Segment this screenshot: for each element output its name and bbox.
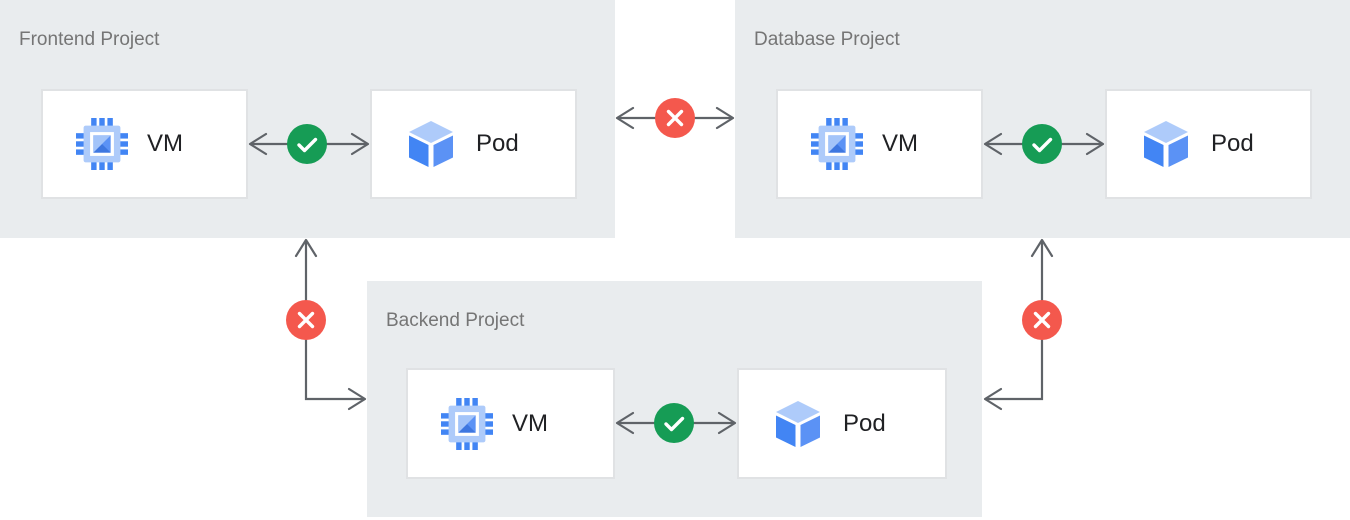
x-icon xyxy=(297,311,315,329)
pod-cube-icon xyxy=(776,400,820,447)
arrowhead-up-icon xyxy=(294,238,318,258)
arrowhead-right-icon xyxy=(350,132,370,156)
node-label: VM xyxy=(512,409,548,437)
node-database-vm: VM xyxy=(776,89,983,199)
pod-cube-icon xyxy=(409,121,453,167)
arrowhead-right-icon xyxy=(715,106,735,130)
node-frontend-vm: VM xyxy=(41,89,248,199)
arrowhead-right-icon xyxy=(347,387,367,411)
arrowhead-right-icon xyxy=(717,411,737,435)
connector-frontend-backend xyxy=(286,238,367,411)
panel-frontend-project: Frontend Project VM Pod xyxy=(0,0,615,238)
node-backend-pod: Pod xyxy=(737,368,947,479)
connector-frontend-vm-pod xyxy=(248,124,370,164)
node-backend-vm: VM xyxy=(406,368,615,479)
compute-engine-vm-icon xyxy=(441,397,493,450)
connector-backend-vm-pod xyxy=(615,403,737,443)
node-label: Pod xyxy=(1211,130,1254,157)
allowed-badge xyxy=(287,124,327,164)
node-database-pod: Pod xyxy=(1105,89,1312,199)
arrowhead-left-icon xyxy=(983,387,1003,411)
check-icon xyxy=(1032,137,1053,153)
panel-title: Database Project xyxy=(754,29,900,50)
panel-backend-project: Backend Project VM Pod xyxy=(367,281,982,517)
allowed-badge xyxy=(654,403,694,443)
arrowhead-left-icon xyxy=(983,132,1003,156)
compute-engine-vm-icon xyxy=(76,118,128,170)
arrowhead-up-icon xyxy=(1030,238,1054,258)
arrowhead-right-icon xyxy=(1085,132,1105,156)
node-label: VM xyxy=(147,130,183,157)
compute-engine-vm-icon xyxy=(811,118,863,170)
check-icon xyxy=(664,416,685,432)
connector-frontend-database xyxy=(615,98,735,138)
arrowhead-left-icon xyxy=(615,106,635,130)
arrowhead-left-icon xyxy=(615,411,635,435)
panel-database-project: Database Project VM Pod xyxy=(735,0,1350,238)
connector-database-vm-pod xyxy=(983,124,1105,164)
panel-title: Frontend Project xyxy=(19,29,160,50)
node-label: Pod xyxy=(843,409,886,437)
allowed-badge xyxy=(1022,124,1062,164)
x-icon xyxy=(666,109,684,127)
x-icon xyxy=(1033,311,1051,329)
check-icon xyxy=(297,137,318,153)
node-frontend-pod: Pod xyxy=(370,89,577,199)
pod-cube-icon xyxy=(1144,121,1188,167)
node-label: VM xyxy=(882,130,918,157)
node-label: Pod xyxy=(476,130,519,157)
panel-title: Backend Project xyxy=(386,310,525,331)
connector-database-backend xyxy=(983,238,1062,411)
arrowhead-left-icon xyxy=(248,132,268,156)
